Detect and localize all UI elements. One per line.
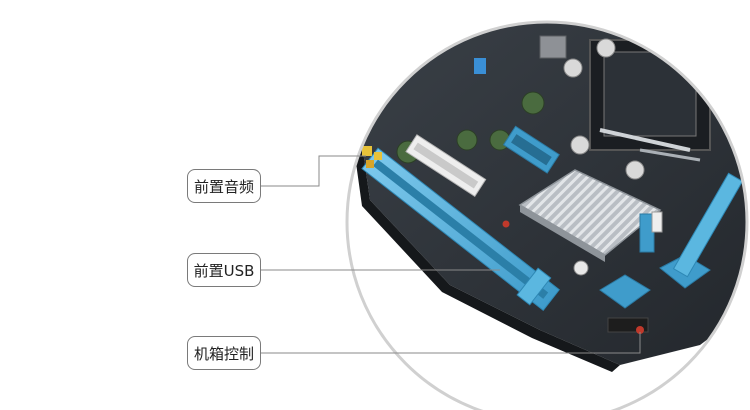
dimm-slot-edge	[672, 172, 744, 278]
cpu-socket	[589, 39, 711, 162]
sata-ports	[599, 211, 711, 309]
front-panel-header	[502, 220, 649, 334]
leader-line-audio	[261, 155, 366, 187]
callout-front-usb-label: 前置USB	[193, 261, 255, 280]
callout-case-control: 机箱控制	[187, 336, 261, 370]
callout-case-control-label: 机箱控制	[193, 344, 254, 363]
lens-border	[345, 20, 749, 410]
callout-front-usb: 前置USB	[187, 253, 261, 287]
choke-coil	[539, 35, 567, 59]
blue-jumper	[474, 58, 486, 74]
callout-front-audio: 前置音频	[187, 169, 261, 203]
callout-front-audio-label: 前置音频	[193, 177, 254, 196]
usb-header	[502, 125, 560, 174]
leader-line-case	[261, 332, 641, 354]
audio-header-pins	[362, 146, 382, 168]
capacitors	[396, 38, 645, 276]
pcie-x16-slot	[361, 147, 560, 311]
pcie-x1-slot	[405, 134, 487, 197]
magnifier-lens	[347, 22, 747, 410]
chipset-heatsink	[518, 169, 662, 262]
